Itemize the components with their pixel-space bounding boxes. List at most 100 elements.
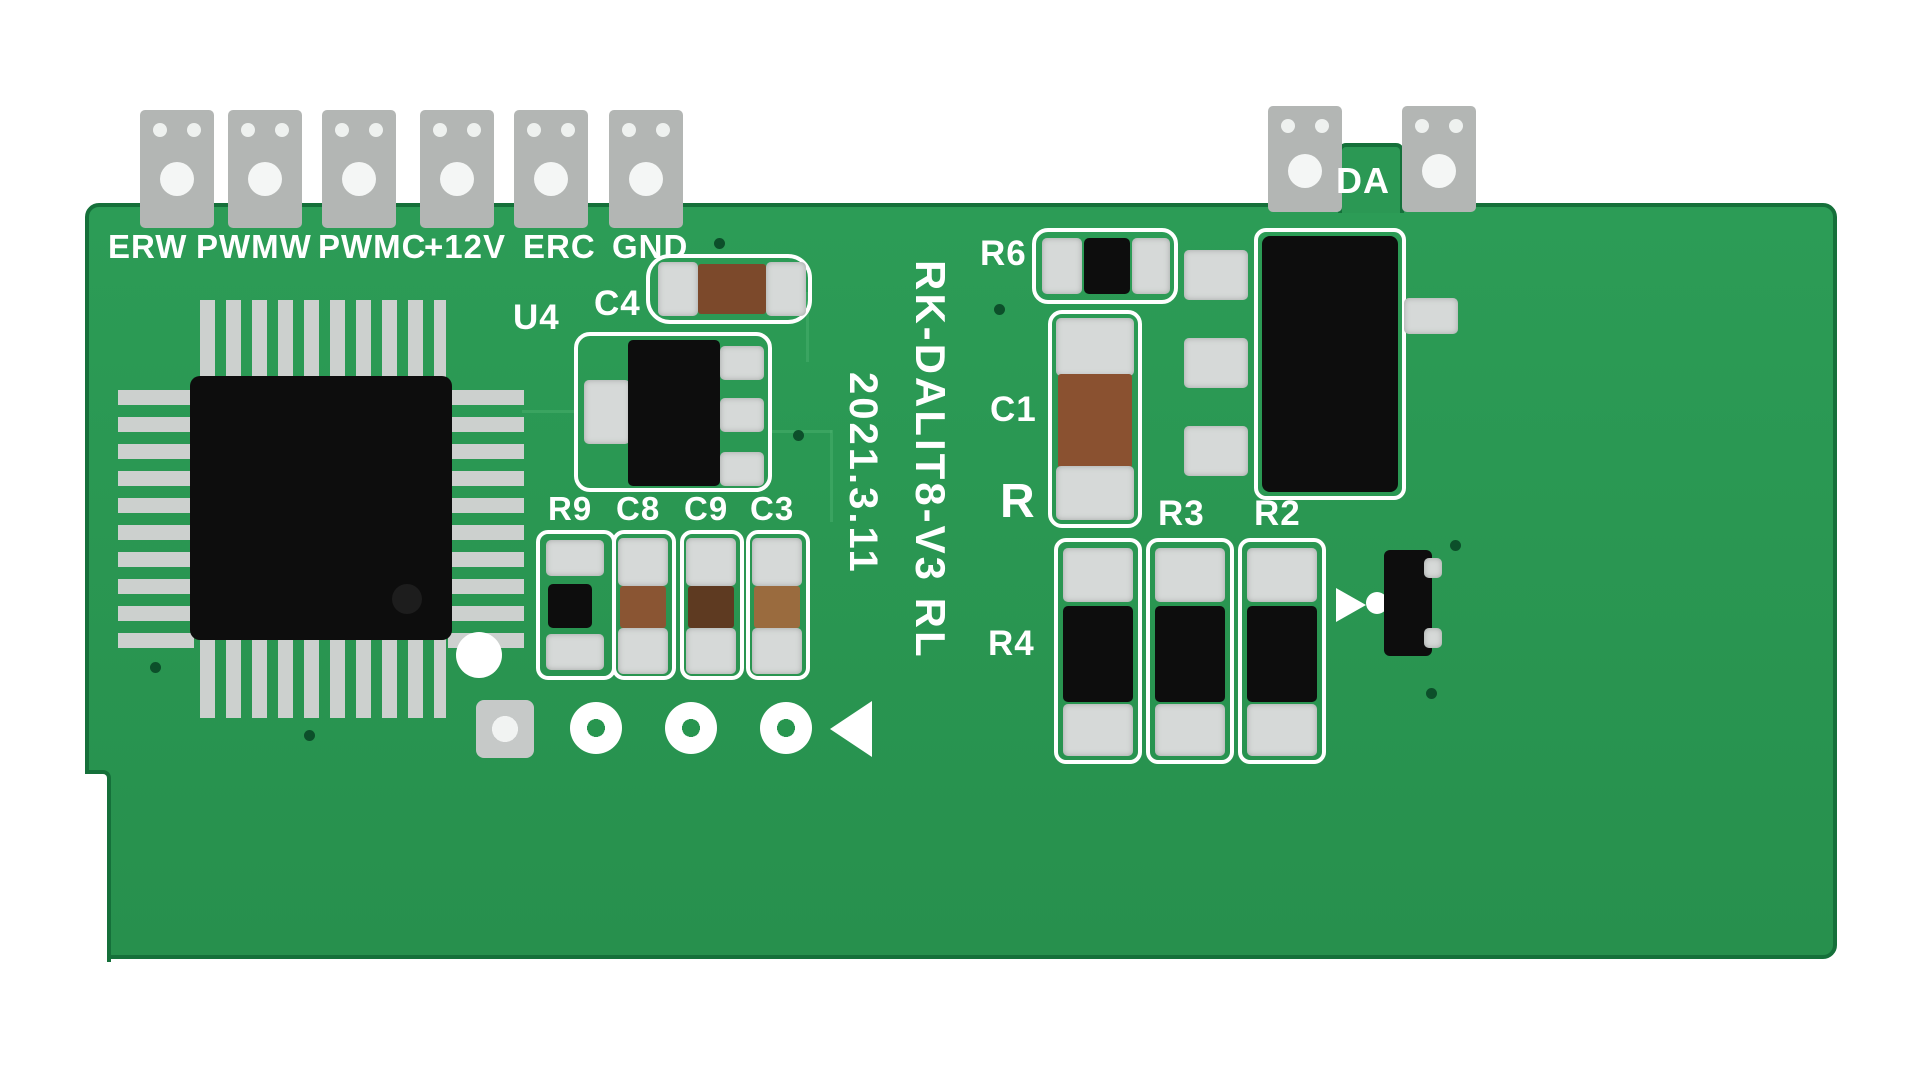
u4-outline	[574, 332, 772, 492]
designator-r: R	[1000, 475, 1036, 528]
via-dot	[150, 662, 161, 673]
copper-trace	[806, 292, 809, 362]
tab-hole-icon	[241, 123, 255, 137]
tab-hole-icon	[561, 123, 575, 137]
resistor-outline	[1238, 538, 1326, 764]
tab-hole-icon	[1281, 119, 1295, 133]
c4-terminal	[658, 262, 698, 316]
r6-outline	[1032, 228, 1178, 304]
designator-c8: C8	[616, 490, 661, 527]
tab-hole-icon	[527, 123, 541, 137]
resistor-outline	[1146, 538, 1234, 764]
c9-terminal	[686, 628, 736, 674]
resistor-pad	[1063, 548, 1133, 602]
qfp-pin1-marker-icon	[392, 584, 422, 614]
resistor-body	[1247, 606, 1317, 702]
copper-trace	[522, 410, 574, 413]
designator-r6: R6	[980, 234, 1027, 273]
c4-terminal	[766, 262, 806, 316]
r6-body	[1084, 238, 1130, 294]
power-ic-tab	[1404, 298, 1458, 334]
via-dot	[304, 730, 315, 741]
c3-body	[754, 586, 800, 628]
copper-trace	[830, 430, 833, 522]
pin-label-pwmc: PWMC	[318, 228, 427, 265]
connector-tab	[322, 110, 396, 228]
u4-pad	[720, 398, 764, 432]
c9-body	[688, 586, 734, 628]
tab-hole-icon	[467, 123, 481, 137]
pin-label-erc: ERC	[523, 228, 596, 265]
u4-body	[628, 340, 720, 486]
mounting-hole-icon	[440, 162, 474, 196]
pin-label-gnd: GND	[612, 228, 689, 265]
via-dot	[1426, 688, 1437, 699]
c9-terminal	[686, 538, 736, 586]
mounting-hole-icon	[160, 162, 194, 196]
resistor-pad	[1155, 548, 1225, 602]
resistor-outline	[1054, 538, 1142, 764]
mounting-hole-icon	[1422, 154, 1456, 188]
qfp-pins-left	[118, 390, 194, 648]
pin-label-da: DA	[1336, 160, 1390, 201]
board-notch	[85, 770, 111, 962]
mounting-hole-icon	[248, 162, 282, 196]
connector-tab	[514, 110, 588, 228]
resistor-pad	[1155, 704, 1225, 756]
qfp-pins-top	[200, 300, 446, 380]
silkscreen-dot-icon	[456, 632, 502, 678]
via-dot	[994, 304, 1005, 315]
connector-tab	[140, 110, 214, 228]
c8-terminal	[618, 538, 668, 586]
resistor-pad	[1247, 704, 1317, 756]
tab-hole-icon	[275, 123, 289, 137]
resistor-pad	[1063, 704, 1133, 756]
via-dot	[793, 430, 804, 441]
power-ic-body	[1262, 236, 1398, 492]
u4-pad	[720, 346, 764, 380]
designator-r9: R9	[548, 490, 593, 527]
designator-c4: C4	[594, 284, 641, 323]
c8-outline	[612, 530, 676, 680]
designator-r4: R4	[988, 624, 1035, 663]
u4-pad	[720, 452, 764, 486]
power-ic-pad	[1184, 338, 1248, 388]
r6-pad	[1132, 238, 1170, 294]
via-pad	[570, 702, 622, 754]
resistor-body	[1155, 606, 1225, 702]
pin-label-pwmw: PWMW	[196, 228, 312, 265]
c3-terminal	[752, 628, 802, 674]
c3-outline	[746, 530, 810, 680]
tab-hole-icon	[1449, 119, 1463, 133]
test-pad	[476, 700, 534, 758]
tab-hole-icon	[1315, 119, 1329, 133]
c4-outline	[646, 254, 812, 324]
c1-body	[1058, 374, 1132, 468]
small-ic-pad	[1424, 628, 1442, 648]
board-date-label: 2021.3.11	[841, 372, 885, 575]
c8-terminal	[618, 628, 668, 674]
tab-hole-icon	[622, 123, 636, 137]
via-dot	[1450, 540, 1461, 551]
r9-pad	[546, 540, 604, 576]
c8-body	[620, 586, 666, 628]
designator-c9: C9	[684, 490, 729, 527]
silkscreen-triangle-icon	[830, 701, 872, 757]
board-model-label: RK-DALIT8-V3 RL	[907, 260, 954, 660]
power-ic-pad	[1184, 250, 1248, 300]
qfp-pins-bottom	[200, 638, 446, 718]
power-ic-pad	[1184, 426, 1248, 476]
connector-tab	[228, 110, 302, 228]
via-pad	[760, 702, 812, 754]
c4-body	[698, 264, 766, 314]
connector-tab	[609, 110, 683, 228]
designator-r2: R2	[1254, 494, 1301, 533]
via-dot	[714, 238, 725, 249]
connector-tab	[1268, 106, 1342, 212]
u4-pad	[584, 380, 630, 444]
connector-tab	[420, 110, 494, 228]
resistor-pad	[1247, 548, 1317, 602]
tab-hole-icon	[369, 123, 383, 137]
c1-outline	[1048, 310, 1142, 528]
